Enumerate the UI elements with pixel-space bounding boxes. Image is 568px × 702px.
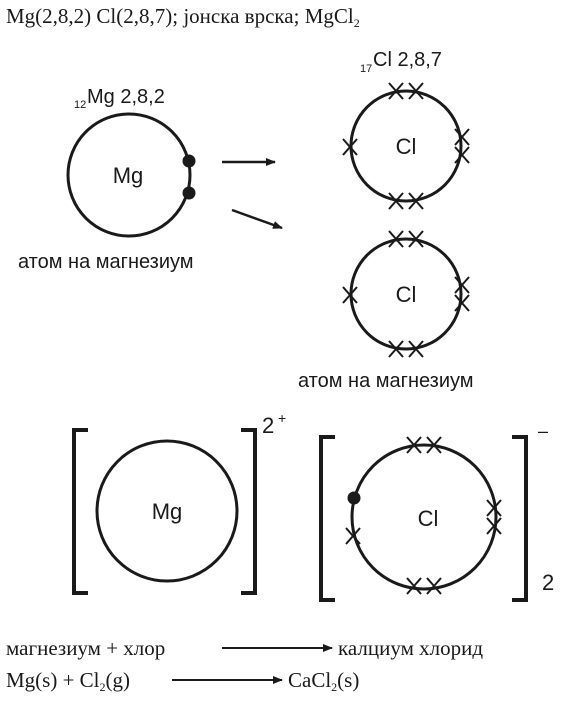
mg-ion-charge-sign: + <box>278 410 286 426</box>
cl-ion-symbol: Cl <box>418 506 439 531</box>
mg-ion-charge: 2 <box>262 413 274 438</box>
formula-products-state: (s) <box>337 668 360 692</box>
mg-shell <box>66 112 192 238</box>
mg-atom: 12 Mg 2,8,2 Mg атом на магнезиум <box>18 86 196 273</box>
mg-configuration-label: Mg 2,8,2 <box>87 86 165 108</box>
cl-configuration-label: Cl 2,8,7 <box>373 49 442 71</box>
mg-caption: атом на магнезиум <box>18 251 194 273</box>
mg-electron <box>182 186 196 200</box>
formula-reactants-state: (g) <box>105 668 131 692</box>
formula-equation-products: CaCl2(s) <box>288 668 359 695</box>
left-bracket <box>319 435 335 602</box>
cl-symbol: Cl <box>396 282 417 307</box>
page-title: Mg(2,8,2) Cl(2,8,7); јонска врска; MgCl2 <box>6 4 360 31</box>
electron-transfer-arrow <box>231 208 283 230</box>
mg-ion-shell <box>95 439 239 583</box>
mg-atomic-number: 12 <box>74 99 86 111</box>
cl-symbol: Cl <box>396 134 417 159</box>
right-bracket <box>241 428 257 595</box>
cl-electrons <box>342 82 470 210</box>
cl-atomic-number: 17 <box>360 63 372 75</box>
formula-equation-reactants: Mg(s) + Cl2(g) <box>6 668 130 695</box>
cl-atom: 17 Cl 2,8,7 Cl <box>342 49 470 210</box>
formula-products-subscript: 2 <box>331 680 338 694</box>
mg-ion-symbol: Mg <box>152 499 183 524</box>
cl-atom: Cl атом на магнезиум <box>298 230 474 392</box>
mg-symbol: Mg <box>113 163 144 188</box>
cl-ion-count: 2 <box>542 570 554 595</box>
word-equation-reactants: магнезиум + хлор <box>6 636 166 660</box>
left-bracket <box>72 428 88 595</box>
transferred-electron <box>347 491 361 505</box>
formula-reactants-subscript: 2 <box>99 680 106 694</box>
cl-ion-electrons <box>345 436 502 595</box>
formula-products-text: CaCl <box>288 668 332 692</box>
cl-ion-charge: – <box>538 421 548 441</box>
word-equation-products: калциум хлорид <box>338 636 484 660</box>
formula-reactants-text: Mg(s) + Cl <box>6 668 100 692</box>
mg-electron <box>182 154 196 168</box>
right-bracket <box>512 435 528 602</box>
cl-ion-shell <box>350 443 498 591</box>
cl-electrons <box>342 230 470 358</box>
title-subscript: 2 <box>353 16 360 30</box>
cl-ion: Cl – 2 <box>319 421 554 602</box>
title-text: Mg(2,8,2) Cl(2,8,7); јонска врска; MgCl <box>6 4 354 28</box>
cl-caption: атом на магнезиум <box>298 370 474 392</box>
mg-ion: Mg 2 + <box>72 410 286 595</box>
